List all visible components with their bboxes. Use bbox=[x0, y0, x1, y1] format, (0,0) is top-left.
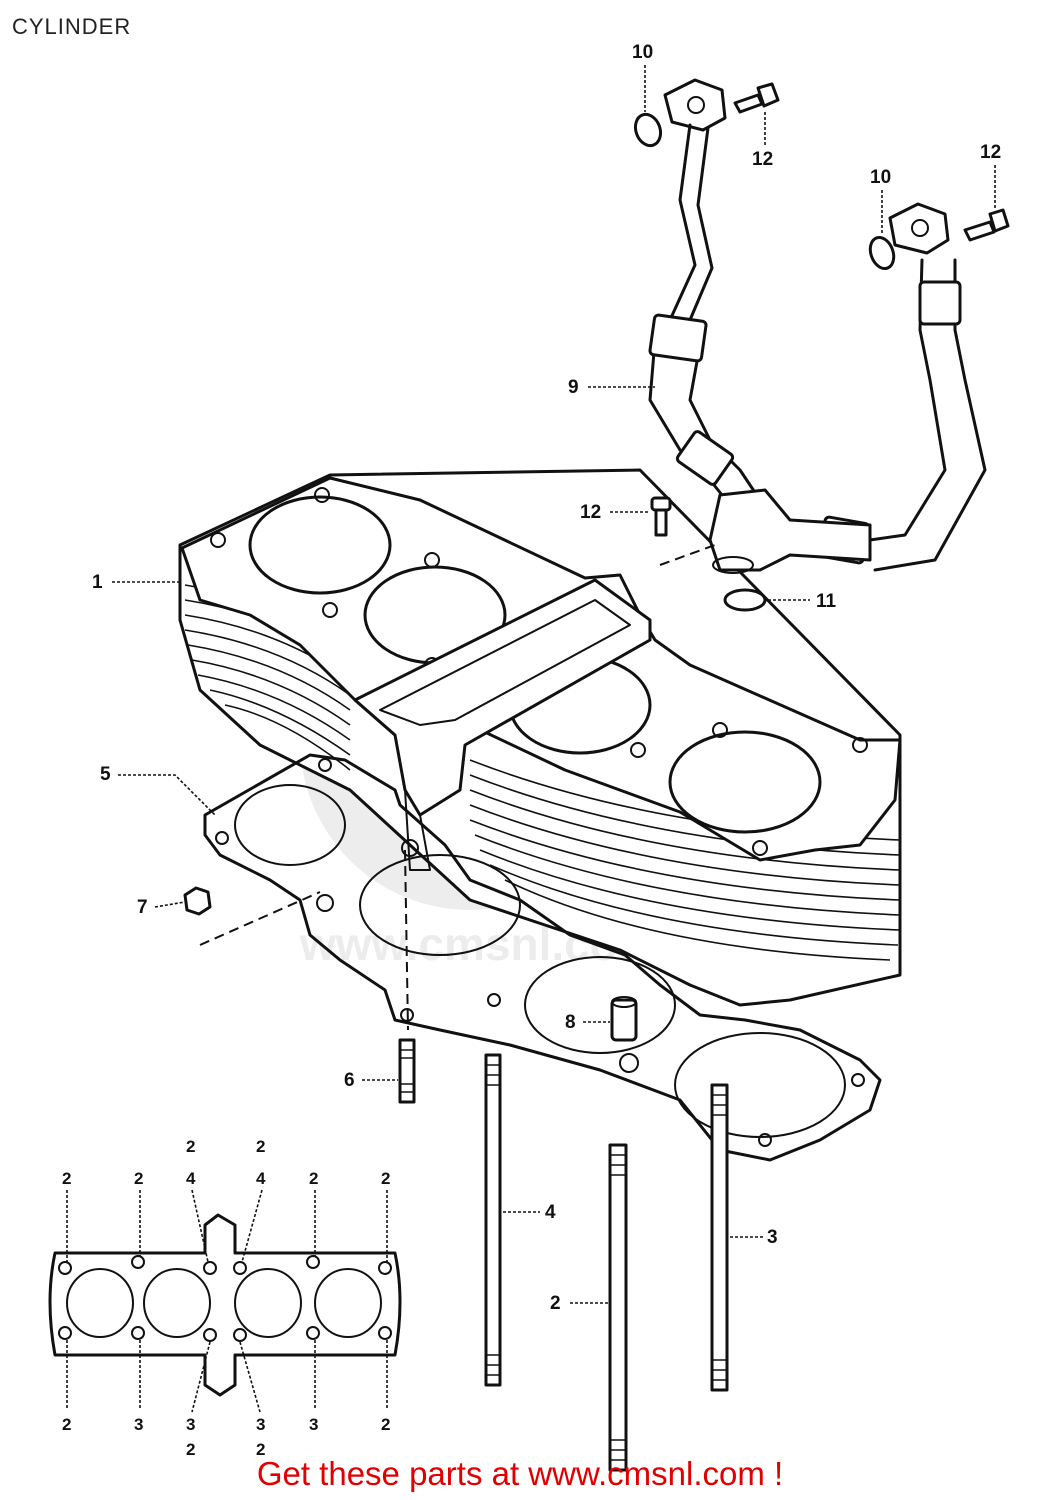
oil-pipe[interactable] bbox=[648, 78, 987, 574]
torque-top-1: 2 bbox=[62, 1169, 71, 1188]
torque-bottom-8: 2 bbox=[381, 1415, 390, 1434]
page-title: CYLINDER bbox=[12, 14, 132, 39]
torque-top-3: 2 bbox=[186, 1137, 195, 1156]
torque-bottom-4: 2 bbox=[186, 1440, 195, 1459]
torque-top-8: 2 bbox=[381, 1169, 390, 1188]
callout-4: 4 bbox=[545, 1202, 556, 1223]
torque-bottom-3: 3 bbox=[186, 1415, 195, 1434]
bolt-12-upper[interactable] bbox=[733, 82, 780, 114]
o-ring-11[interactable] bbox=[723, 588, 767, 612]
torque-pattern-diagram: 2 2 2 4 2 4 2 2 2 3 3 2 3 2 3 2 bbox=[48, 1137, 402, 1459]
bolt-12-tee[interactable] bbox=[650, 496, 672, 537]
torque-top-2: 2 bbox=[134, 1169, 143, 1188]
base-gasket[interactable] bbox=[203, 753, 882, 1162]
torque-top-5: 2 bbox=[256, 1137, 265, 1156]
callout-10-right: 10 bbox=[870, 167, 891, 188]
nut-7[interactable] bbox=[183, 886, 321, 946]
callout-9: 9 bbox=[568, 377, 579, 398]
torque-bottom-5: 3 bbox=[256, 1415, 265, 1434]
callout-3: 3 bbox=[767, 1227, 778, 1248]
o-ring-10-left[interactable] bbox=[631, 111, 664, 149]
callout-5: 5 bbox=[100, 764, 111, 785]
callout-1: 1 bbox=[92, 572, 103, 593]
callout-10-left: 10 bbox=[632, 42, 653, 63]
callout-7: 7 bbox=[137, 897, 148, 918]
callout-8: 8 bbox=[565, 1012, 576, 1033]
dowel-pin-8[interactable] bbox=[610, 996, 638, 1042]
o-ring-10-right[interactable] bbox=[866, 234, 898, 272]
torque-bottom-1: 2 bbox=[62, 1415, 71, 1434]
callout-12-upper: 12 bbox=[752, 149, 773, 170]
torque-top-4: 4 bbox=[186, 1169, 196, 1188]
parts-shop-link[interactable]: Get these parts at www.cmsnl.com ! bbox=[256, 1455, 784, 1492]
stud-bolt-3[interactable] bbox=[710, 1083, 729, 1392]
stud-bolt-2[interactable] bbox=[608, 1143, 628, 1472]
callout-11: 11 bbox=[816, 591, 837, 612]
callouts: 1 5 7 6 8 4 2 3 9 10 10 12 12 12 11 bbox=[92, 42, 1001, 1314]
torque-top-6: 4 bbox=[256, 1169, 266, 1188]
torque-bottom-7: 3 bbox=[309, 1415, 318, 1434]
torque-top-7: 2 bbox=[309, 1169, 318, 1188]
stud-bolt-4[interactable] bbox=[484, 1053, 502, 1387]
callout-12-right: 12 bbox=[980, 142, 1001, 163]
callout-2: 2 bbox=[550, 1293, 561, 1314]
callout-6: 6 bbox=[344, 1070, 355, 1091]
torque-bottom-2: 3 bbox=[134, 1415, 143, 1434]
bolt-12-right[interactable] bbox=[963, 208, 1010, 242]
cylinder-block[interactable] bbox=[178, 468, 902, 1007]
stud-6[interactable] bbox=[398, 849, 416, 1104]
callout-12-tee: 12 bbox=[580, 502, 601, 523]
torque-bottom-6: 2 bbox=[256, 1440, 265, 1459]
